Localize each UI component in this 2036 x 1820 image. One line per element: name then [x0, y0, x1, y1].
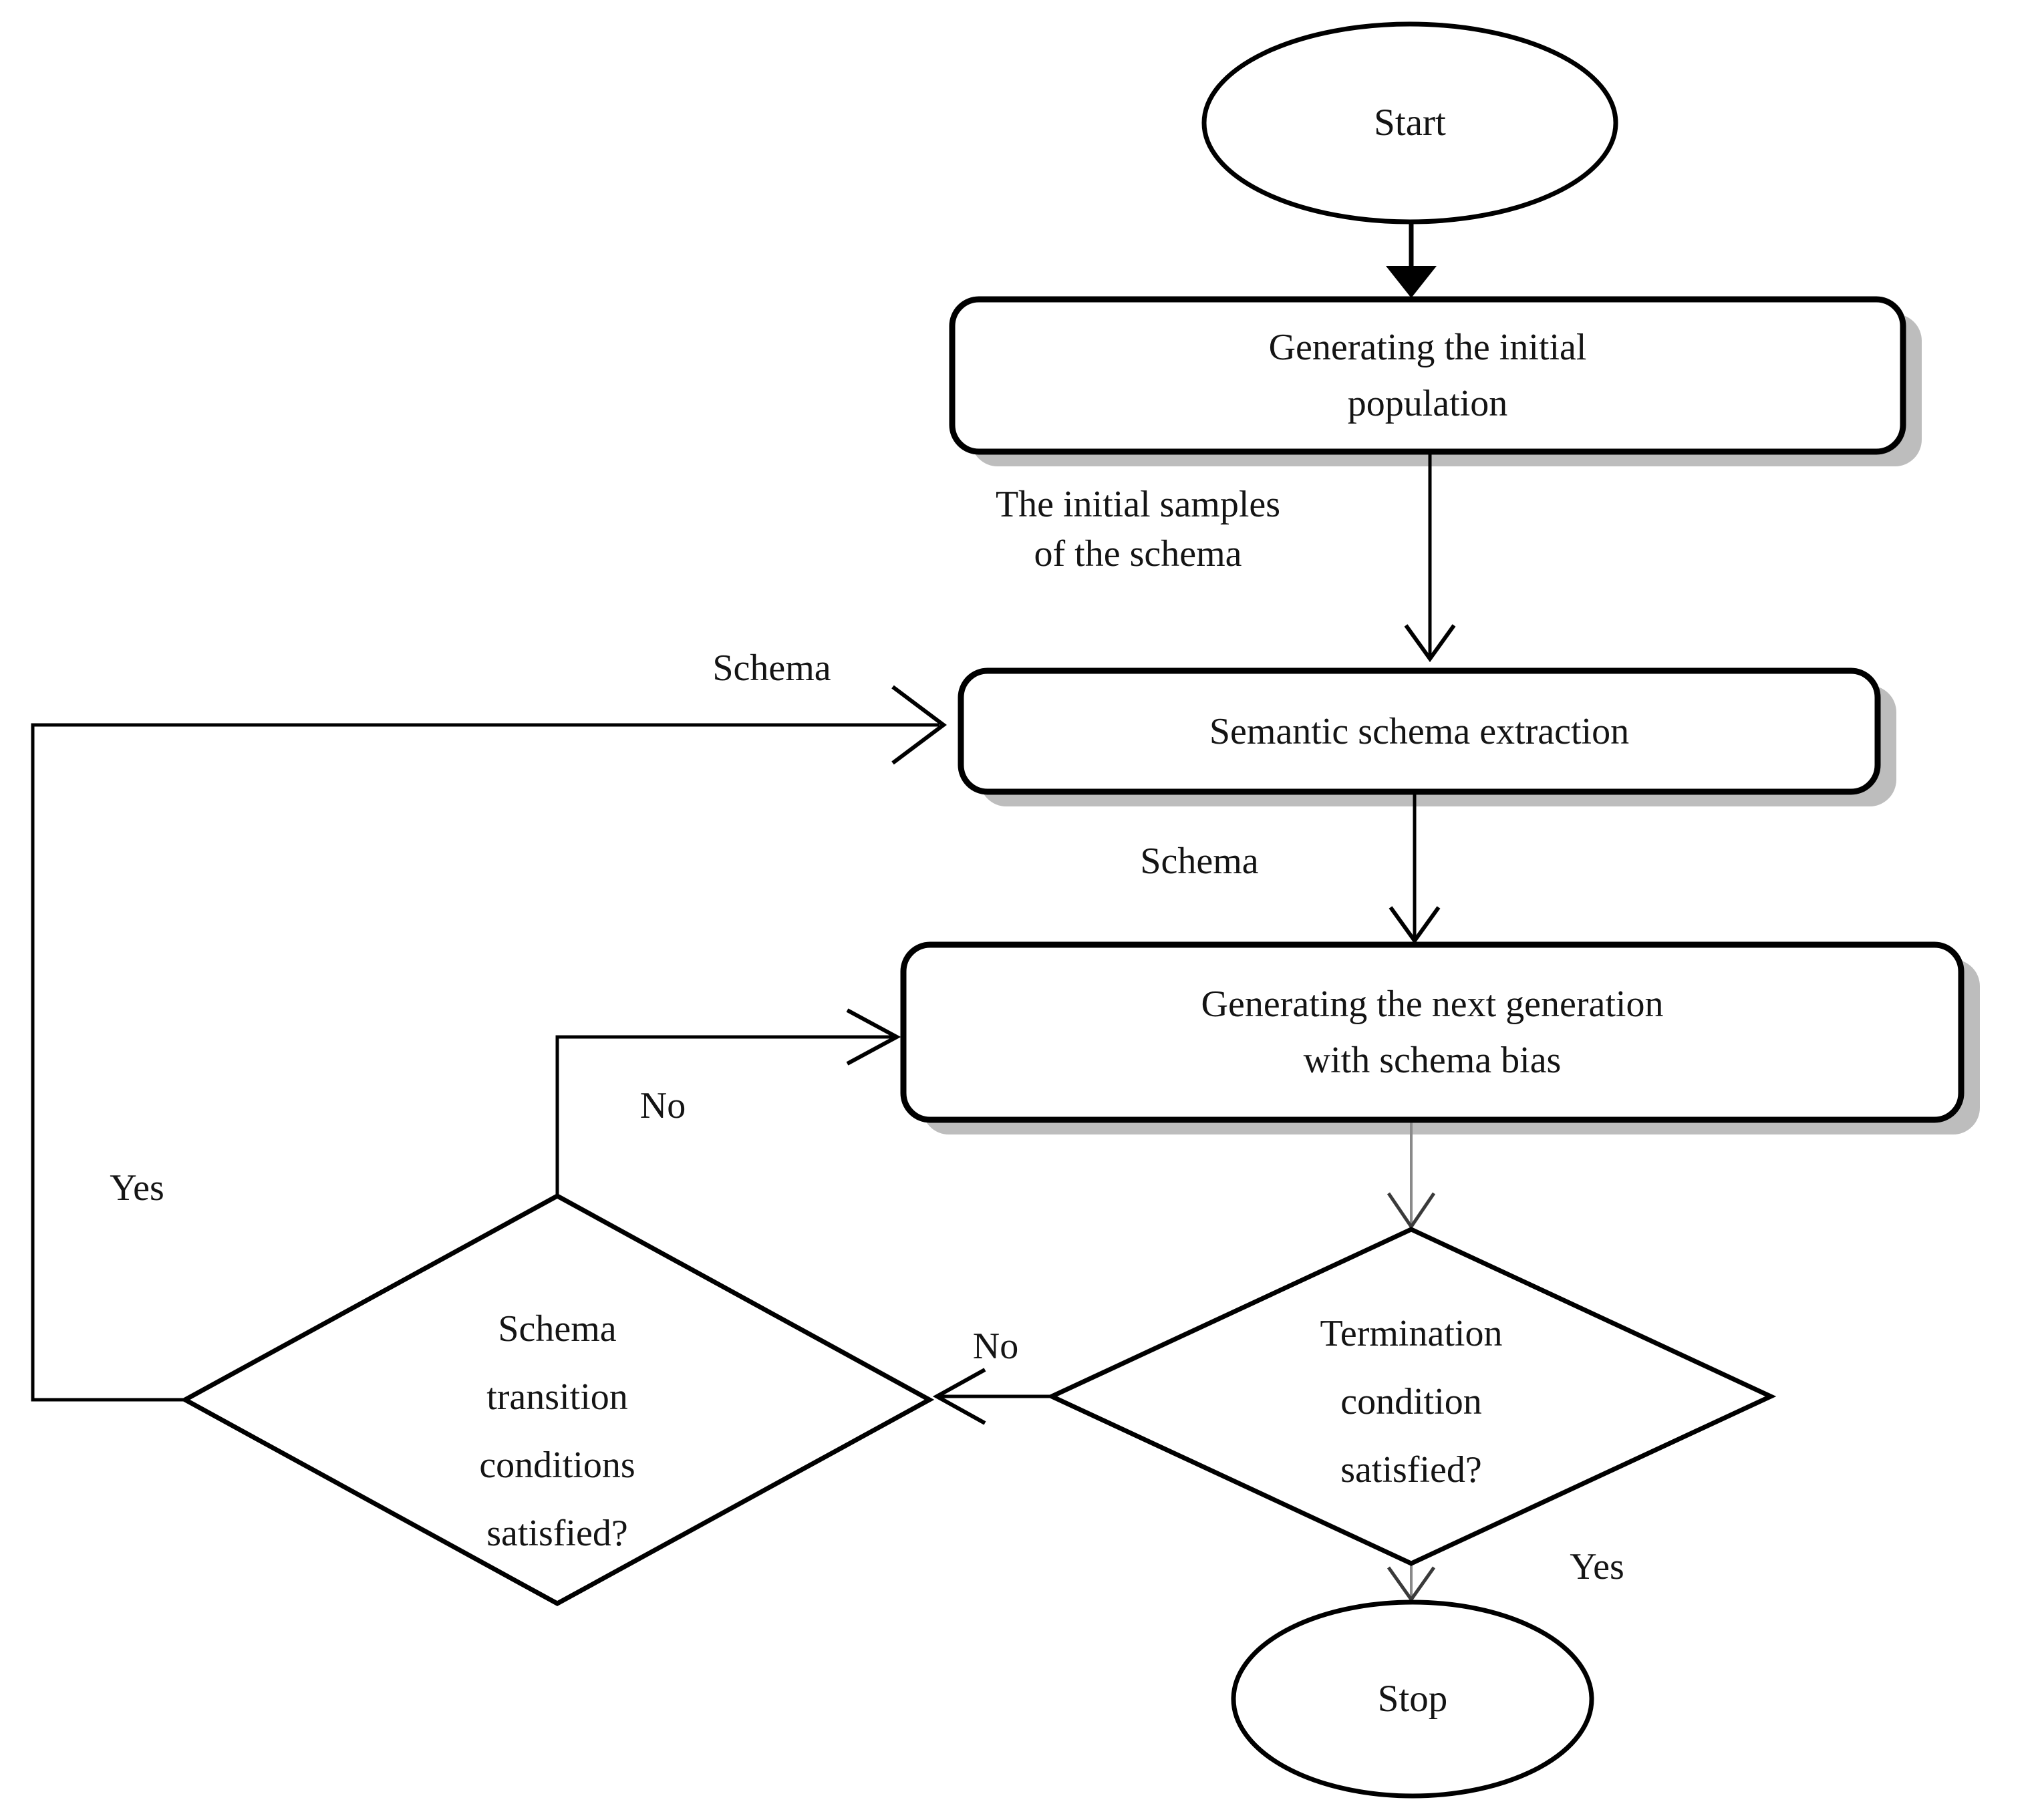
- generate-next-generation-box: [900, 941, 1965, 1123]
- edge-label-no-termination: No: [972, 1326, 1019, 1367]
- node-label-generate-initial-population: Generating the initial population: [1268, 327, 1587, 424]
- edge-label-schema-down: Schema: [1140, 841, 1259, 882]
- edge-start-to-generate-initial: [1386, 222, 1437, 298]
- open-arrowhead-icon: [846, 1008, 901, 1066]
- edge-label-yes-termination: Yes: [1570, 1546, 1624, 1587]
- edge-generate-initial-to-extraction: [1404, 452, 1456, 663]
- node-label-semantic-schema-extraction: Semantic schema extraction: [1209, 710, 1630, 752]
- edge-extraction-to-generate-next: [1389, 792, 1441, 945]
- node-label-generate-next-generation: Generating the next generation with sche…: [1201, 983, 1664, 1081]
- edge-label-schema-in: Schema: [712, 647, 831, 689]
- generate-initial-population-box: [949, 296, 1906, 455]
- edge-schema-transition-to-generate-next: [555, 1008, 901, 1196]
- edge-termination-to-schema-transition: [932, 1368, 1052, 1425]
- schema-transition-diamond: [180, 1193, 935, 1606]
- open-arrowhead-icon: [891, 685, 947, 765]
- node-label-schema-transition: Schema transition conditions satisfied?: [479, 1308, 635, 1554]
- start-ellipse: [1201, 21, 1618, 224]
- edge-label-no-transition: No: [639, 1085, 686, 1126]
- edge-label-yes-transition: Yes: [110, 1167, 164, 1209]
- node-label-termination-condition: Termination condition satisfied?: [1320, 1313, 1503, 1491]
- edge-termination-to-stop: [1387, 1563, 1436, 1603]
- semantic-schema-extraction-box: [958, 667, 1881, 795]
- edge-label-initial-samples: The initial samples of the schema: [995, 484, 1281, 575]
- node-label-stop: Stop: [1377, 1678, 1448, 1720]
- open-arrowhead-icon: [1387, 1192, 1436, 1230]
- open-arrowhead-icon: [1404, 624, 1456, 663]
- node-label-start: Start: [1374, 102, 1446, 144]
- open-arrowhead-icon: [1387, 1566, 1436, 1603]
- termination-condition-diamond: [1046, 1227, 1777, 1566]
- edge-generate-next-to-termination: [1387, 1120, 1436, 1230]
- stop-ellipse: [1231, 1600, 1594, 1799]
- edge-schema-loop-into-extraction: [31, 685, 947, 1402]
- open-arrowhead-icon: [1389, 906, 1441, 945]
- solid-arrowhead-icon: [1386, 266, 1437, 298]
- open-arrowhead-icon: [932, 1368, 986, 1425]
